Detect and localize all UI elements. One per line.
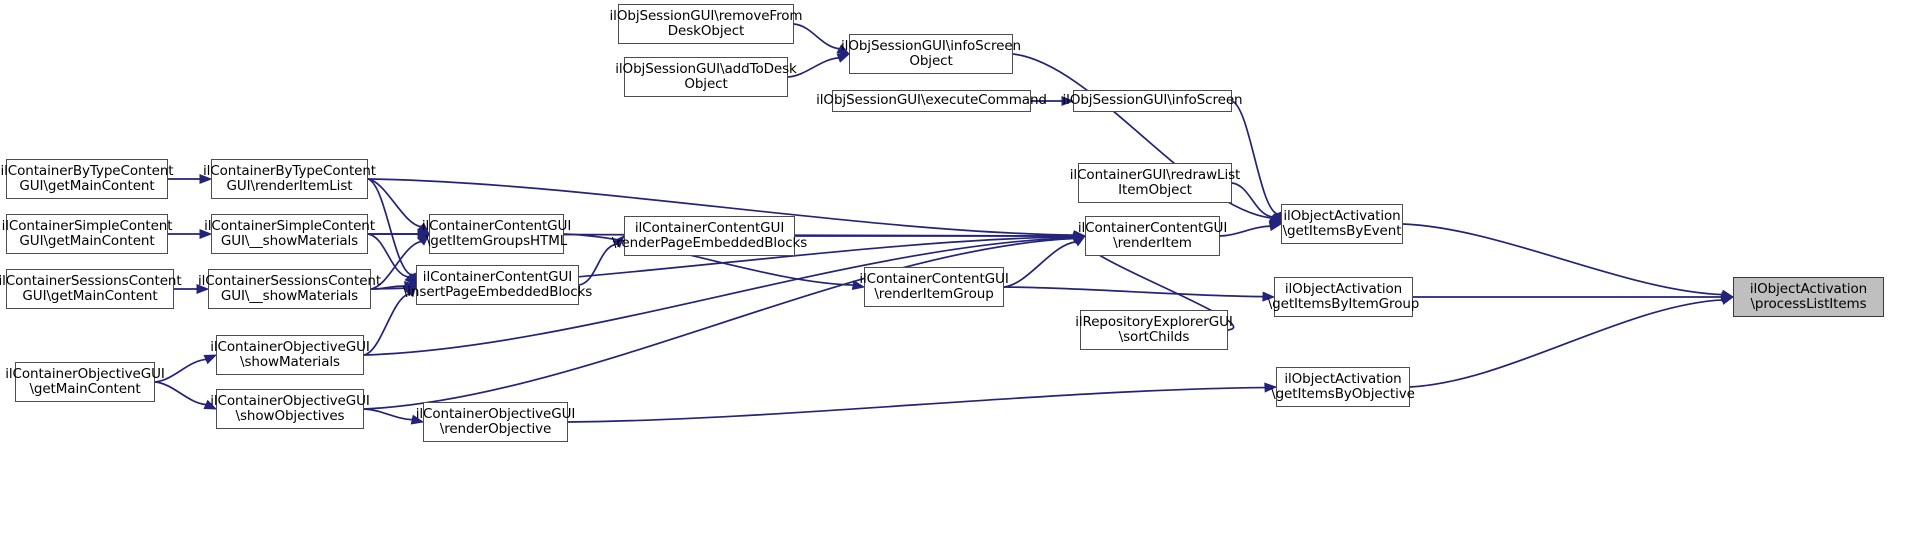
- graph-edge: [363, 408, 425, 425]
- graph-node[interactable]: ilContainerByTypeContent GUI\getMainCont…: [0, 159, 174, 199]
- graph-node[interactable]: ilContainerObjectiveGUI \renderObjective: [416, 402, 575, 442]
- graph-edge: [1003, 286, 1276, 302]
- graph-edge: [787, 53, 851, 78]
- graph-edge: [367, 178, 431, 235]
- graph-node[interactable]: ilContainerByTypeContent GUI\renderItemL…: [203, 159, 376, 199]
- graph-node[interactable]: ilObjectActivation \getItemsByEvent: [1281, 204, 1403, 244]
- graph-edge: [1409, 295, 1735, 388]
- graph-node[interactable]: ilContainerSimpleContent GUI\__showMater…: [204, 214, 375, 254]
- graph-node[interactable]: ilContainerSessionsContent GUI\__showMat…: [198, 269, 381, 309]
- graph-edge: [368, 228, 431, 240]
- graph-node[interactable]: ilObjectActivation \processListItems: [1733, 277, 1884, 317]
- graph-node[interactable]: ilObjSessionGUI\removeFrom DeskObject: [610, 4, 803, 44]
- graph-node[interactable]: ilContainerObjectiveGUI \showMaterials: [210, 335, 370, 375]
- graph-node[interactable]: ilObjSessionGUI\infoScreen: [1063, 90, 1243, 112]
- graph-node[interactable]: ilObjSessionGUI\infoScreen Object: [841, 34, 1021, 74]
- graph-node[interactable]: ilContainerSimpleContent GUI\getMainCont…: [2, 214, 173, 254]
- graph-node[interactable]: ilContainerObjectiveGUI \getMainContent: [5, 362, 165, 402]
- graph-node[interactable]: ilObjSessionGUI\addToDesk Object: [615, 57, 797, 97]
- graph-node[interactable]: ilObjectActivation \getItemsByObjective: [1271, 367, 1415, 407]
- graph-node[interactable]: ilContainerContentGUI \insertPageEmbedde…: [403, 265, 592, 305]
- graph-edge: [567, 382, 1278, 423]
- graph-node[interactable]: ilContainerObjectiveGUI \showObjectives: [210, 389, 370, 429]
- graph-edge: [1219, 221, 1283, 237]
- graph-node[interactable]: ilObjectActivation \getItemsByItemGroup: [1268, 277, 1419, 317]
- graph-edge: [795, 230, 1087, 242]
- graph-node[interactable]: ilContainerSessionsContent GUI\getMainCo…: [0, 269, 182, 309]
- graph-node[interactable]: ilContainerContentGUI \renderPageEmbedde…: [612, 216, 807, 256]
- graph-edge: [363, 233, 1087, 410]
- graph-node[interactable]: ilObjSessionGUI\executeCommand: [816, 90, 1047, 112]
- graph-node[interactable]: ilContainerContentGUI \renderItemGroup: [859, 267, 1009, 307]
- graph-edge: [1231, 100, 1282, 226]
- graph-edge: [1413, 291, 1735, 303]
- graph-node[interactable]: ilRepositoryExplorerGUI \sortChilds: [1075, 310, 1233, 350]
- graph-node[interactable]: ilContainerGUI\redrawList ItemObject: [1070, 163, 1240, 203]
- graph-edge: [1003, 235, 1087, 288]
- graph-node[interactable]: ilContainerContentGUI \renderItem: [1078, 216, 1227, 256]
- graph-node[interactable]: ilContainerContentGUI \getItemGroupsHTML: [422, 214, 571, 254]
- graph-edge: [1402, 223, 1735, 300]
